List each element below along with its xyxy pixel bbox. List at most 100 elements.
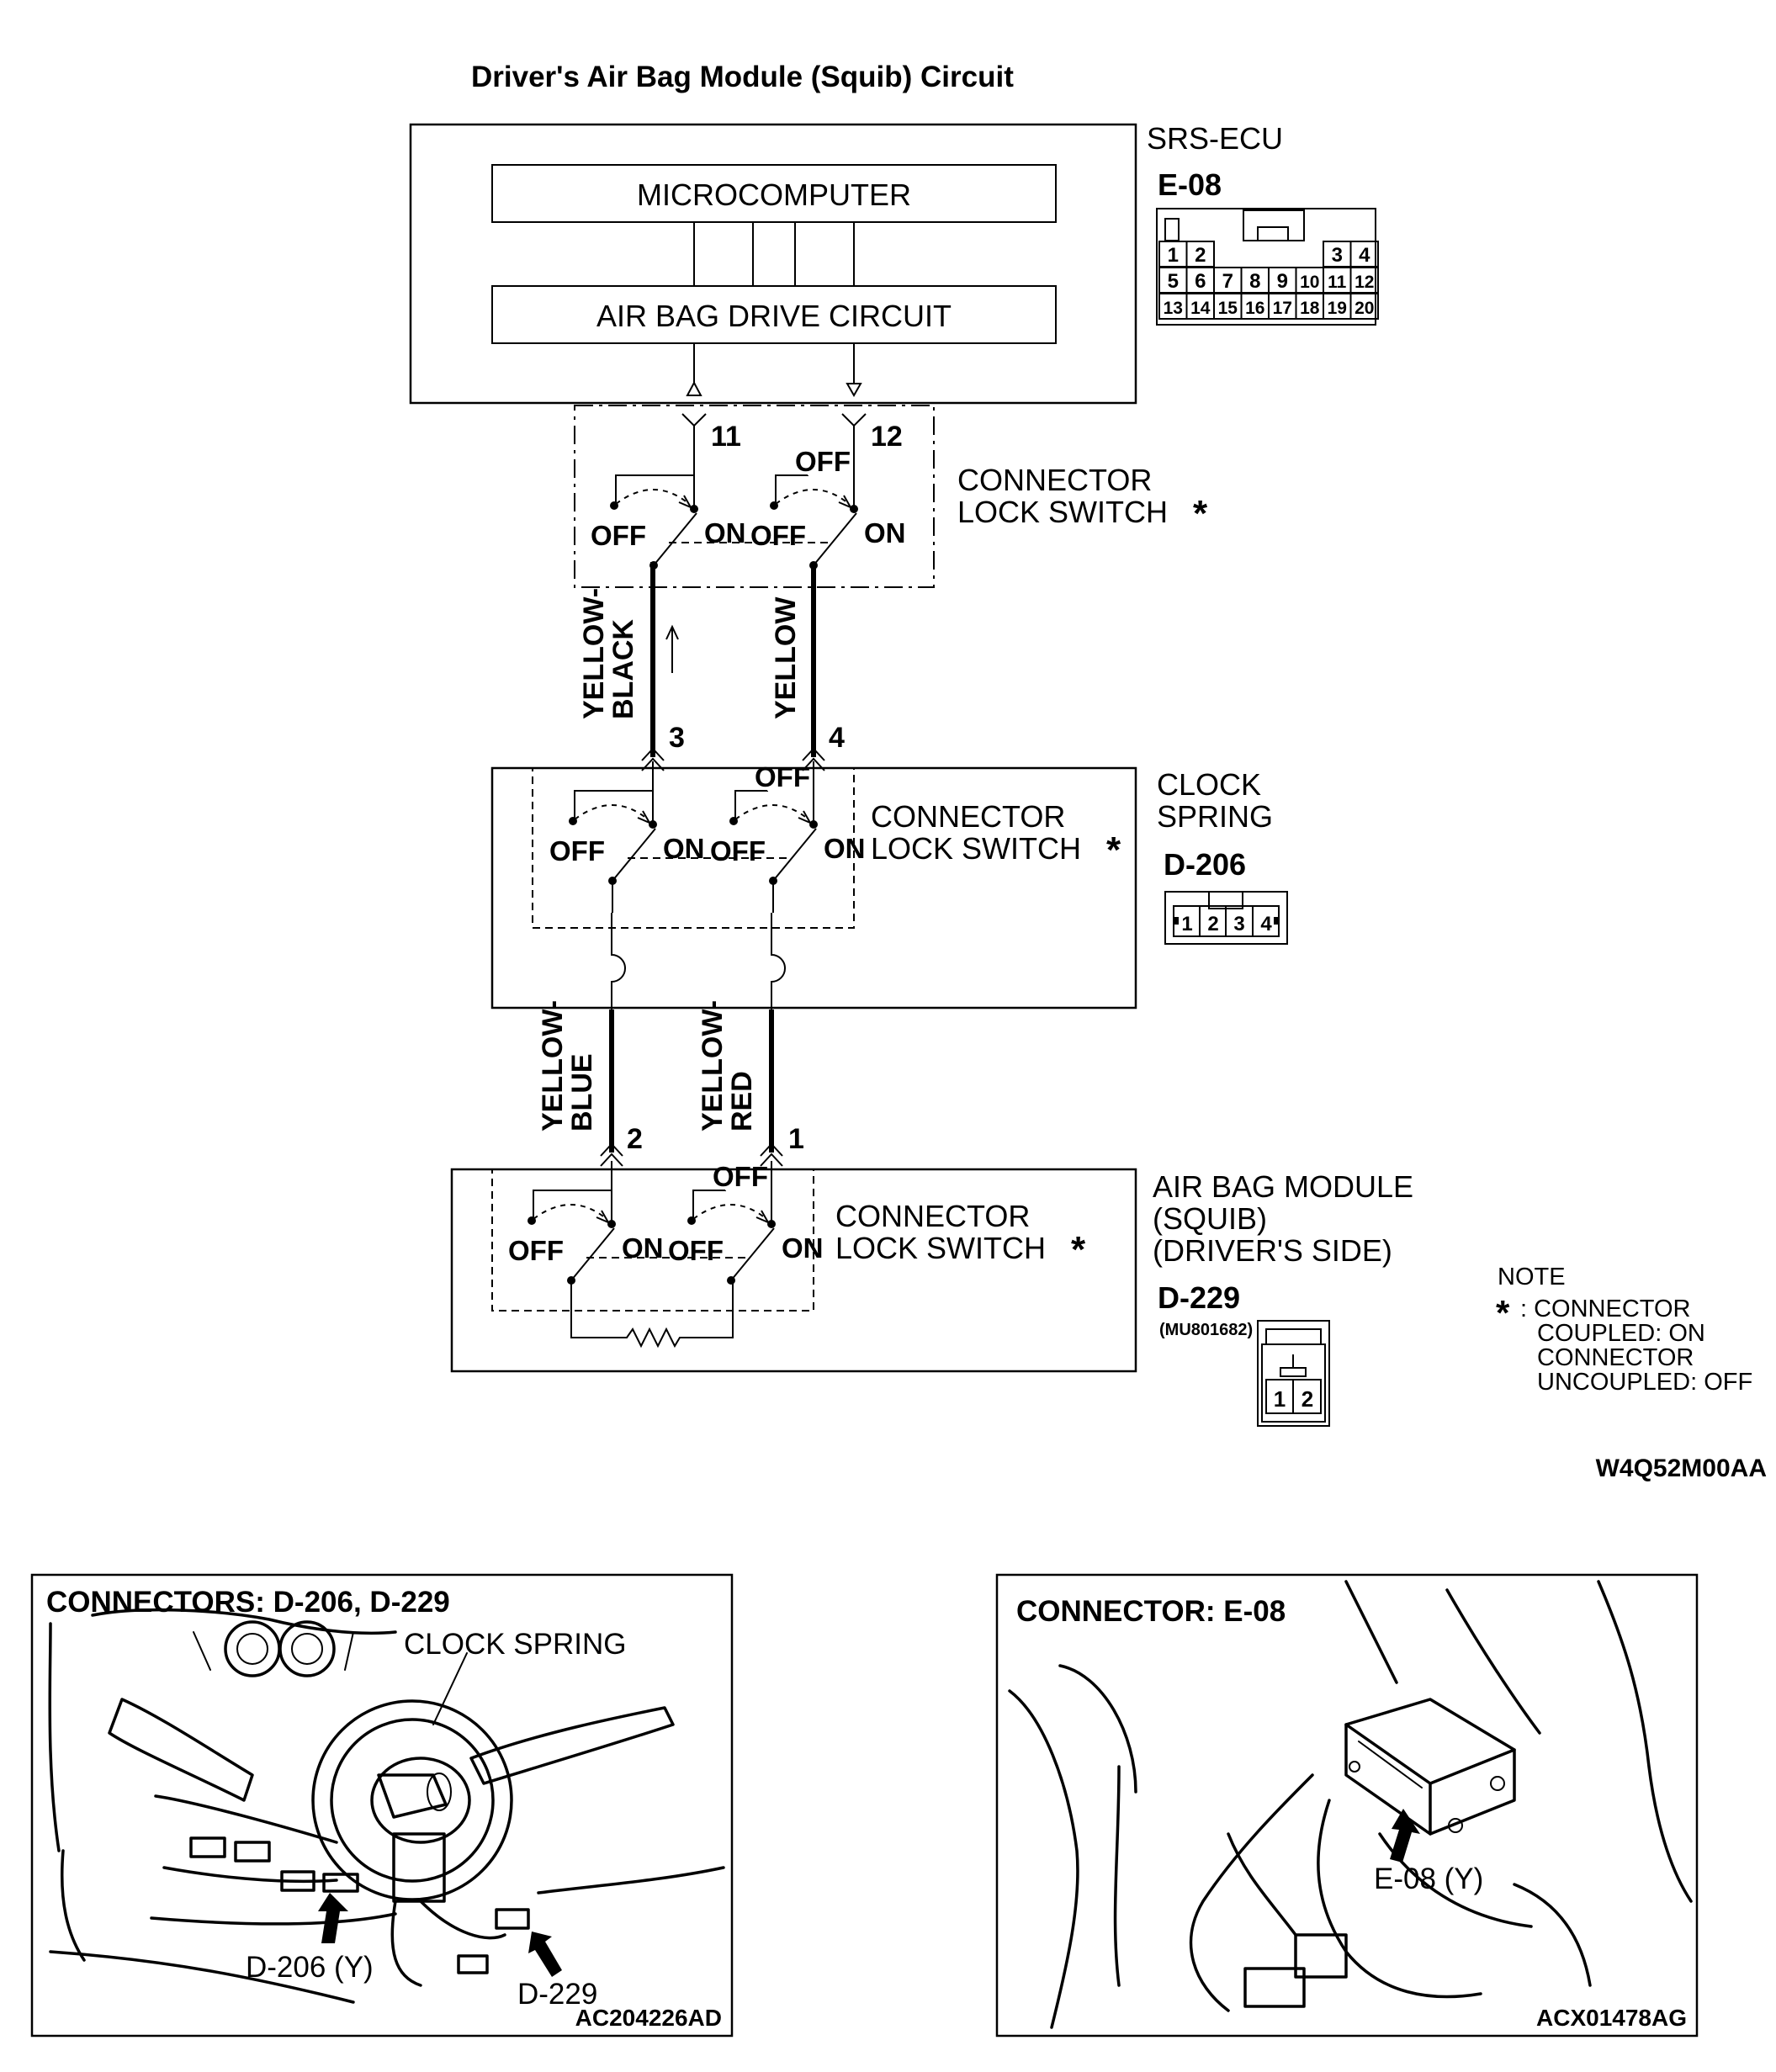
connector-e08-label: E-08 [1158, 167, 1222, 202]
photo-right-title: CONNECTOR: E-08 [1016, 1595, 1286, 1628]
photo-connector-e08: CONNECTOR: E-08 E-08 (Y) ACX01478AG [995, 1573, 1699, 2038]
srs-ecu-label: SRS-ECU [1147, 121, 1283, 156]
e08-pin-label: 13 [1164, 299, 1183, 318]
terminal-12-label: 12 [871, 421, 903, 453]
switch-off-label: OFF [591, 520, 646, 551]
switch-off-label-top: OFF [795, 446, 851, 477]
e08-pin-label: 2 [1195, 244, 1206, 267]
connector-d229-label: D-229 [1158, 1280, 1240, 1315]
d229-pin-2: 2 [1302, 1386, 1313, 1412]
d229-part-number: (MU801682) [1159, 1321, 1253, 1339]
photo-left-code: AC204226AD [575, 2005, 722, 2031]
switch-on-label: ON [824, 833, 866, 864]
microcomputer-box [491, 164, 1057, 223]
ecu-lock-switch-label-1: CONNECTOR [957, 463, 1152, 497]
wire-upper-left-label-1: YELLOW- [578, 588, 610, 719]
ecu-lock-switch-label-2: LOCK SWITCH [957, 495, 1168, 529]
e08-pin-label: 14 [1190, 299, 1211, 318]
photo-left-clock-spring-label: CLOCK SPRING [404, 1628, 627, 1661]
wire-lower-left-label-1: YELLOW- [537, 1000, 569, 1131]
connector-d206-label: D-206 [1164, 847, 1246, 882]
clock-spring-label-1: CLOCK [1157, 767, 1261, 802]
e08-pin-label: 19 [1328, 299, 1347, 318]
switch-off-label-top: OFF [755, 761, 810, 792]
terminal-3-label: 3 [669, 722, 685, 754]
e08-pin-label: 17 [1273, 299, 1292, 318]
arrow-d229 [528, 1932, 562, 1977]
switch-off-label-top: OFF [713, 1161, 768, 1192]
d229-pin-1: 1 [1274, 1386, 1286, 1412]
e08-pin-label: 8 [1249, 270, 1260, 293]
switch-on-label: ON [864, 517, 906, 548]
e08-pin-label: 18 [1300, 299, 1320, 318]
airbag-lock-switch-star: * [1071, 1229, 1086, 1270]
ecu-lock-switch-star: * [1193, 493, 1208, 534]
airbag-module-label-2: (SQUIB) [1153, 1201, 1267, 1236]
note-line-3: CONNECTOR [1537, 1344, 1694, 1371]
arrow-e08 [1390, 1809, 1420, 1863]
clock-lock-switch-star: * [1106, 829, 1121, 871]
photo-left-d206-label: D-206 (Y) [246, 1951, 374, 1984]
e08-pin-label: 11 [1328, 273, 1347, 292]
d206-pin-1: 1 [1181, 913, 1192, 935]
switch-off-label: OFF [710, 835, 766, 866]
switch-on-label: ON [782, 1232, 824, 1264]
e08-pin-label: 6 [1195, 270, 1206, 293]
e08-pin-label: 4 [1359, 244, 1370, 267]
connector-d206-face: 1 2 3 4 [1164, 891, 1288, 945]
wire-lower-left-label-2: BLUE [566, 1053, 598, 1131]
note: NOTE * : CONNECTOR COUPLED: ON CONNECTOR… [1496, 1264, 1752, 1396]
note-line-4: UNCOUPLED: OFF [1537, 1369, 1752, 1396]
photo-left-d229-label: D-229 [517, 1978, 597, 2011]
clock-spring-coil-left [611, 913, 626, 1010]
d229-connector-sketch [495, 1908, 530, 1930]
e08-pin-label: 7 [1222, 270, 1233, 293]
wire-lower-right-label-1: YELLOW- [697, 1000, 729, 1131]
switch-off-label: OFF [508, 1235, 564, 1266]
diagram-code: W4Q52M00AA [1596, 1455, 1767, 1482]
e08-pin-label: 15 [1218, 299, 1238, 318]
note-line-2: COUPLED: ON [1537, 1320, 1705, 1347]
switch-off-label: OFF [750, 520, 806, 551]
e08-pin-label: 16 [1245, 299, 1264, 318]
photo-connectors-d206-d229: CONNECTORS: D-206, D-229 CLOCK SPRING D-… [30, 1573, 734, 2038]
note-star: * [1496, 1293, 1510, 1333]
airbag-module-label-3: (DRIVER'S SIDE) [1153, 1233, 1392, 1268]
arrow-d206 [318, 1893, 348, 1943]
e08-pin-label: 20 [1355, 299, 1374, 318]
switch-off-label: OFF [549, 835, 605, 866]
e08-pin-label: 12 [1355, 273, 1374, 292]
terminal-1-label: 1 [788, 1123, 804, 1155]
wire-lower-right-label-2: RED [726, 1071, 758, 1131]
airbag-lock-switch-area [491, 1168, 814, 1312]
d206-pin-3: 3 [1233, 913, 1244, 935]
e08-pin-label: 9 [1277, 270, 1288, 293]
photo-left-title: CONNECTORS: D-206, D-229 [46, 1586, 450, 1619]
squib-resistor [570, 1280, 734, 1349]
clock-lock-switch-label-2: LOCK SWITCH [871, 831, 1081, 866]
airbag-lock-switch-label-1: CONNECTOR [835, 1199, 1030, 1233]
switch-off-label: OFF [668, 1235, 724, 1266]
photo-right-e08-label: E-08 (Y) [1374, 1863, 1483, 1895]
wire-upper-right-label-1: YELLOW [770, 596, 802, 719]
output-triangle-down [846, 383, 862, 398]
note-line-1: : CONNECTOR [1520, 1296, 1690, 1322]
airbag-module-label-1: AIR BAG MODULE [1153, 1169, 1413, 1204]
e08-pin-label: 3 [1332, 244, 1343, 267]
diagram-title: Driver's Air Bag Module (Squib) Circuit [471, 61, 1014, 93]
drive-circuit-box [491, 285, 1057, 344]
switch-on-label: ON [704, 517, 746, 548]
e08-cell [1349, 293, 1379, 320]
srs-ecu: MICROCOMPUTER AIR BAG DRIVE CIRCUIT [409, 123, 1137, 405]
srs-ecu-box [409, 123, 1137, 405]
d206-pin-2: 2 [1207, 913, 1218, 935]
photo-right-code: ACX01478AG [1536, 2005, 1687, 2031]
switch-on-label: ON [663, 833, 705, 864]
airbag-lock-switch-label-2: LOCK SWITCH [835, 1231, 1046, 1265]
e08-pin-label: 10 [1300, 273, 1319, 292]
